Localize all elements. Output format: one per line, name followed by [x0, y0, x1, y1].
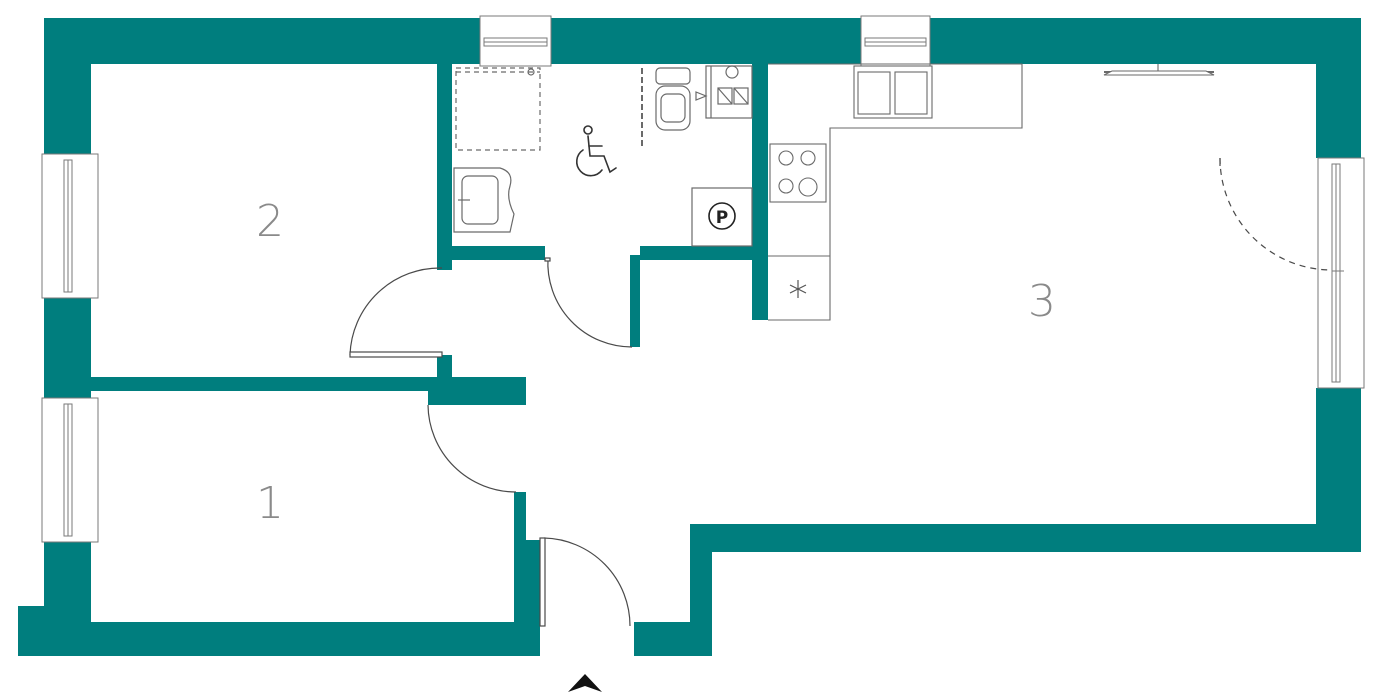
wall-bath-door-jamb: [630, 255, 640, 347]
entrance-arrow-icon: [568, 674, 602, 692]
door-room2-leaf: [349, 351, 443, 358]
room-label-2: 2: [256, 196, 284, 247]
room-label-3: 3: [1028, 276, 1056, 327]
kitchen-sink: [853, 65, 933, 119]
asterisk-icon: [789, 280, 807, 298]
wall-step-vertical: [690, 524, 712, 656]
wall-right-top: [1316, 18, 1361, 158]
shower-tray: [455, 67, 541, 151]
wall-bathroom-bottom-right: [640, 246, 754, 260]
wall-entry-left-jamb: [526, 540, 540, 632]
toilet-tank: [655, 67, 691, 85]
kitchen-counter: [768, 63, 1023, 321]
wall-bathroom-right: [752, 64, 768, 320]
wall-bathroom-bottom-left: [437, 246, 545, 260]
window-kitchen: [860, 15, 931, 67]
interior-walls: [91, 64, 768, 632]
exterior-walls: [18, 18, 1361, 656]
wall-bathroom-left: [437, 64, 452, 270]
door-room1-swing: [427, 404, 517, 493]
windows: [41, 15, 1365, 543]
doors: [349, 157, 1333, 627]
bathroom-fixtures: [453, 65, 753, 247]
cooktop: [769, 143, 827, 203]
window-room2: [41, 153, 99, 299]
wheelchair-icon: [576, 125, 617, 177]
window-living-room: [1317, 157, 1365, 389]
wall-top-left: [44, 18, 480, 64]
door-entry-leaf: [539, 537, 546, 627]
window-room1: [41, 397, 99, 543]
washing-unit: [705, 65, 753, 119]
door-room2-swing: [349, 267, 443, 356]
door-balcony-swing: [1219, 157, 1333, 271]
wall-room1-jamb: [514, 377, 526, 405]
wall-top-mid: [551, 18, 861, 64]
kitchen: [768, 63, 1215, 321]
wall-left-mid: [44, 298, 91, 398]
wall-room2-stub: [437, 355, 452, 379]
boiler-label: P: [716, 208, 728, 228]
door-entry-swing: [543, 537, 631, 627]
door-bathroom-leaf: [544, 257, 551, 262]
boiler-cabinet: [691, 187, 753, 247]
wall-bottom-left: [18, 622, 540, 656]
window-bathroom: [479, 15, 552, 67]
door-bathroom-swing: [547, 257, 633, 348]
wall-step-horizontal: [690, 524, 1361, 552]
room-label-1: 1: [256, 478, 284, 529]
wall-room1-right: [514, 492, 526, 626]
boiler-symbol: [708, 202, 736, 230]
wall-left-top: [44, 18, 91, 154]
washbasin: [453, 167, 515, 233]
wall-top-right: [930, 18, 1361, 64]
toilet-bowl: [655, 85, 691, 131]
shower-drain: [527, 68, 535, 76]
wall-room1-top-stub: [428, 391, 516, 405]
wall-rooms-divider: [91, 377, 526, 391]
